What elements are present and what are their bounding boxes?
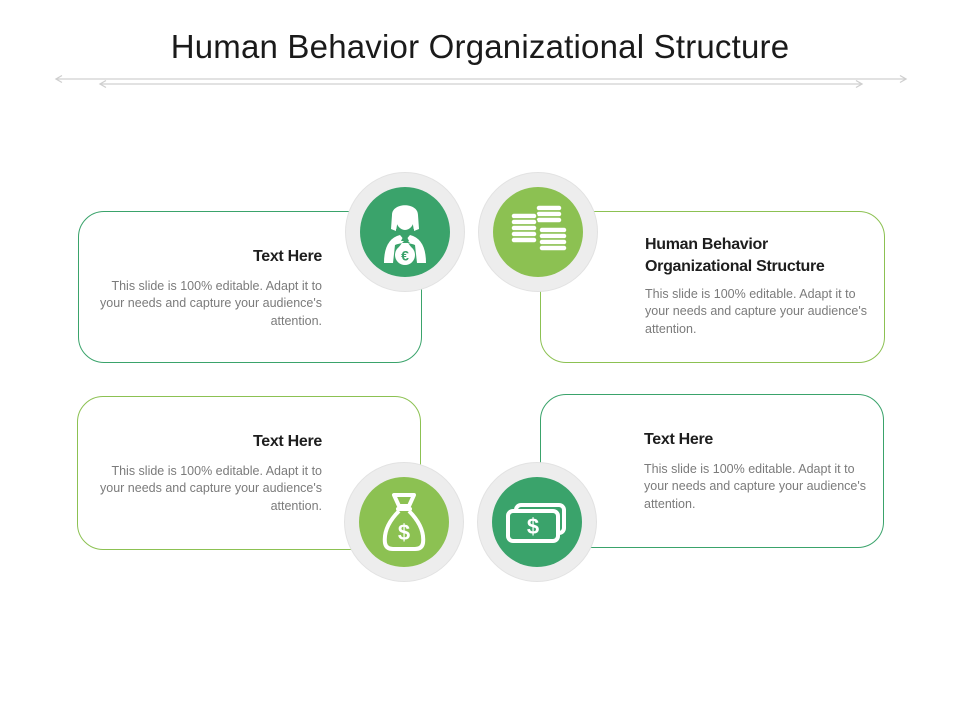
card-bottom-right (540, 394, 884, 548)
cash-banknotes-icon: $ (506, 503, 566, 543)
card-bottom-left-text: Text Here This slide is 100% editable. A… (100, 431, 322, 515)
card-heading: Text Here (644, 431, 714, 448)
card-bottom-right-text: Text Here This slide is 100% editable. A… (644, 429, 870, 513)
title-divider (54, 74, 908, 89)
icon-circle (493, 187, 583, 277)
card-heading: Text Here (252, 433, 322, 450)
icon-ring-top-left: € (345, 172, 465, 292)
card-heading: Human Behavior Organizational Structure (645, 236, 825, 275)
card-body: This slide is 100% editable. Adapt it to… (644, 462, 866, 511)
icon-ring-bottom-right: $ (477, 462, 597, 582)
card-top-left-text: Text Here This slide is 100% editable. A… (100, 246, 322, 330)
card-heading: Text Here (252, 248, 322, 265)
card-body: This slide is 100% editable. Adapt it to… (645, 287, 867, 336)
icon-ring-bottom-left: $ (344, 462, 464, 582)
card-body: This slide is 100% editable. Adapt it to… (100, 279, 322, 328)
svg-text:$: $ (398, 520, 410, 545)
icon-circle: $ (492, 477, 582, 567)
icon-ring-top-right (478, 172, 598, 292)
coin-stacks-icon (510, 204, 568, 252)
woman-euro-bag-icon: € (384, 205, 426, 265)
card-body: This slide is 100% editable. Adapt it to… (100, 464, 322, 513)
icon-circle: € (360, 187, 450, 277)
card-top-right-text: Human Behavior Organizational Structure … (645, 234, 871, 338)
svg-text:$: $ (527, 514, 539, 539)
svg-text:€: € (401, 248, 409, 264)
slide-title: Human Behavior Organizational Structure (170, 28, 790, 65)
icon-circle: $ (359, 477, 449, 567)
money-bag-dollar-icon: $ (382, 493, 426, 551)
